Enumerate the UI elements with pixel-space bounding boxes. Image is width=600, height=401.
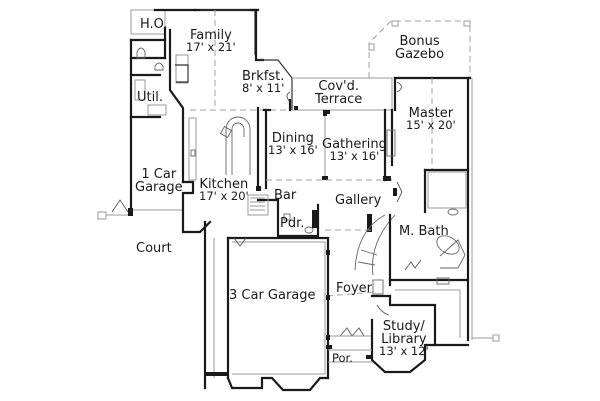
room-label-kitchen: Kitchen 17' x 20' (199, 177, 249, 203)
three-car-garage-walls (203, 220, 372, 392)
room-label-por: Por. (332, 351, 353, 365)
room-label-foyer: Foyer (336, 281, 373, 296)
master-suite-walls (393, 76, 473, 342)
room-label-3-car-garage: 3 Car Garage (229, 288, 316, 303)
kitchen-garage-walls (97, 106, 261, 234)
room-label-gallery: Gallery (335, 193, 382, 208)
room-label-1-car-garage: 1 Car Garage (135, 167, 183, 195)
room-label-m-bath: M. Bath (399, 224, 449, 239)
room-label-gathering: Gathering 13' x 16' (322, 137, 387, 163)
stair-foyer-walls (326, 213, 396, 337)
covered-terrace-outline (292, 77, 393, 114)
room-label-bar: Bar (274, 188, 297, 203)
room-label-court: Court (136, 241, 172, 256)
room-label-bonus-gazebo: Bonus Gazebo (395, 34, 445, 62)
dining-gathering-walls (262, 108, 396, 190)
room-label-master: Master 15' x 20' (406, 106, 456, 132)
bar-pdr-gallery-walls (247, 181, 403, 238)
room-label-brkfst: Brkfst. 8' x 11' (242, 69, 285, 95)
room-label-study-library: Study/ Library 13' x 12' (379, 319, 429, 358)
master-bath-walls (388, 235, 500, 342)
room-label-covd-terrace: Cov'd. Terrace (315, 79, 363, 107)
room-label-ho: H.O. (140, 17, 168, 32)
gazebo-outline (368, 20, 471, 78)
west-wing-walls (129, 8, 197, 120)
room-label-util: Util. (137, 90, 163, 105)
study-library-walls (370, 294, 470, 374)
room-label-dining: Dining 13' x 16' (268, 131, 318, 157)
family-room-walls (190, 8, 293, 112)
room-label-pdr: Pdr. (280, 216, 305, 231)
room-label-family: Family 17' x 21' (186, 28, 236, 54)
